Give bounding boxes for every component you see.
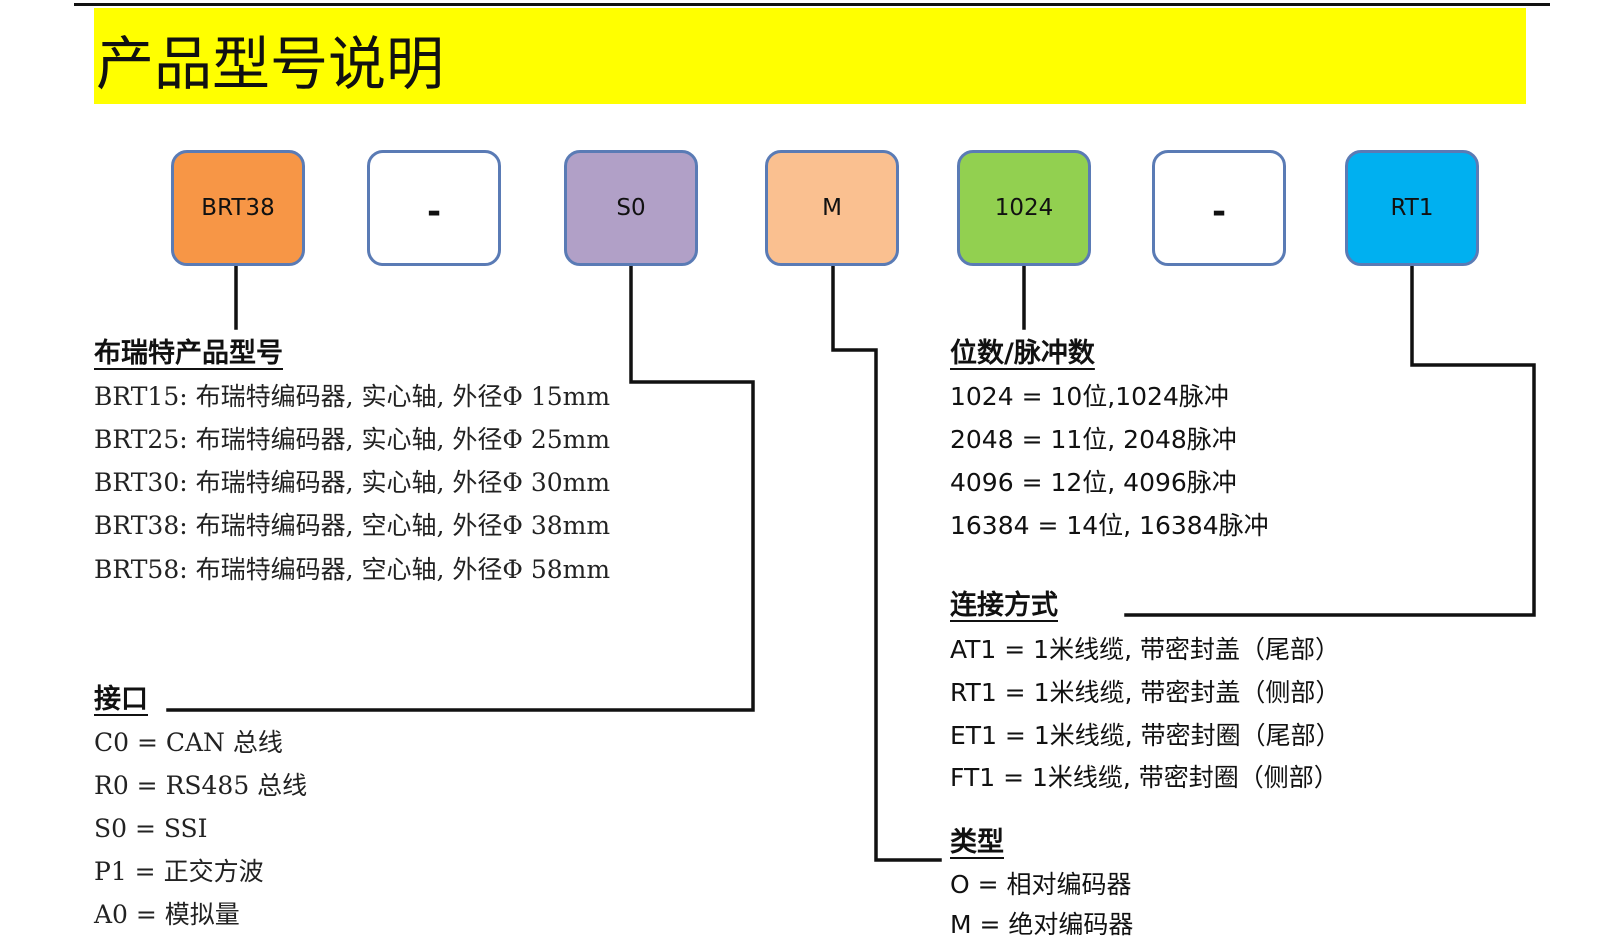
code-box-type-label: M <box>822 195 842 221</box>
code-box-model-label: BRT38 <box>201 195 275 221</box>
bits-item: 2048 = 11位, 2048脉冲 <box>950 425 1237 454</box>
code-box-interface: S0 <box>564 150 698 266</box>
separator-dash: - <box>1211 192 1227 232</box>
code-box-separator-1: - <box>367 150 501 266</box>
model-section-title: 布瑞特产品型号 <box>94 338 283 369</box>
model-item: BRT38: 布瑞特编码器, 空心轴, 外径Φ 38mm <box>94 511 611 540</box>
bits-item: 4096 = 12位, 4096脉冲 <box>950 468 1237 497</box>
wire-connection <box>1124 264 1536 617</box>
code-box-interface-label: S0 <box>616 195 646 221</box>
connection-item: FT1 = 1米线缆, 带密封圈（侧部） <box>950 763 1339 792</box>
interface-item: P1 = 正交方波 <box>94 857 264 886</box>
bits-item: 16384 = 14位, 16384脉冲 <box>950 511 1269 540</box>
interface-section-title: 接口 <box>94 684 148 715</box>
model-item: BRT25: 布瑞特编码器, 实心轴, 外径Φ 25mm <box>94 425 611 454</box>
model-item: BRT58: 布瑞特编码器, 空心轴, 外径Φ 58mm <box>94 555 611 584</box>
interface-item: R0 = RS485 总线 <box>94 771 308 800</box>
code-box-separator-2: - <box>1152 150 1286 266</box>
connection-item: AT1 = 1米线缆, 带密封盖（尾部） <box>950 635 1340 664</box>
code-box-bits: 1024 <box>957 150 1091 266</box>
code-box-connection: RT1 <box>1345 150 1479 266</box>
type-item: O = 相对编码器 <box>950 870 1132 899</box>
model-item: BRT30: 布瑞特编码器, 实心轴, 外径Φ 30mm <box>94 468 611 497</box>
connection-section-title: 连接方式 <box>950 590 1058 621</box>
interface-item: C0 = CAN 总线 <box>94 728 283 757</box>
code-box-model: BRT38 <box>171 150 305 266</box>
interface-item: A0 = 模拟量 <box>94 900 240 929</box>
code-box-connection-label: RT1 <box>1390 195 1434 221</box>
type-item: M = 绝对编码器 <box>950 910 1134 939</box>
model-item: BRT15: 布瑞特编码器, 实心轴, 外径Φ 15mm <box>94 382 611 411</box>
interface-item: S0 = SSI <box>94 814 208 843</box>
connection-item: RT1 = 1米线缆, 带密封盖（侧部） <box>950 678 1341 707</box>
code-box-type: M <box>765 150 899 266</box>
title-banner <box>94 8 1526 104</box>
bits-section-title: 位数/脉冲数 <box>950 338 1095 369</box>
wire-type <box>831 264 942 862</box>
page-title: 产品型号说明 <box>96 30 445 98</box>
top-rule <box>74 3 1550 6</box>
bits-item: 1024 = 10位,1024脉冲 <box>950 382 1229 411</box>
separator-dash: - <box>426 192 442 232</box>
type-section-title: 类型 <box>950 827 1004 858</box>
wire-interface <box>166 264 755 712</box>
code-box-bits-label: 1024 <box>994 195 1054 221</box>
connection-item: ET1 = 1米线缆, 带密封圈（尾部） <box>950 721 1341 750</box>
